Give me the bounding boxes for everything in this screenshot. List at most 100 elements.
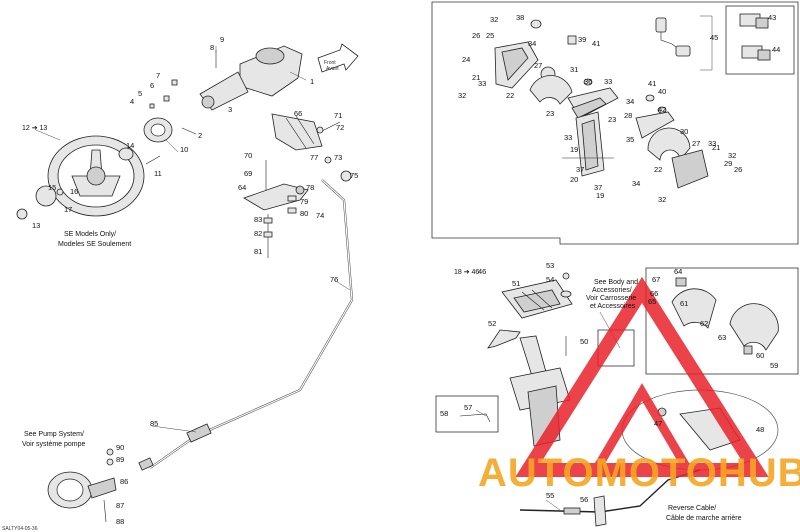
part-label: 73	[334, 153, 342, 162]
part-label: 56	[580, 495, 588, 504]
part-label: 6	[150, 81, 154, 90]
part-label: 2	[198, 131, 202, 140]
part-label: 74	[316, 211, 324, 220]
part-label: 33	[708, 139, 716, 148]
note-body-line4: et Accessoires	[590, 303, 636, 310]
box-part-lever-30	[635, 111, 709, 189]
part-label: 57	[464, 403, 472, 412]
part-label: 26	[472, 31, 480, 40]
part-label: 4	[130, 97, 134, 106]
part-label: 13	[32, 221, 40, 230]
note-reverse-line2: Câble de marche arrière	[666, 515, 742, 522]
note-reverse-line1: Reverse Cable/	[668, 505, 716, 512]
part-label: 32	[458, 91, 466, 100]
part-label: 33	[478, 79, 486, 88]
part-label: 34	[528, 39, 536, 48]
watermark-text: AUTOMOTOHUB	[478, 451, 800, 495]
part-label: 7	[156, 71, 160, 80]
ref-18-46: 18 ➔ 46	[454, 269, 479, 276]
part-label: 61	[680, 299, 688, 308]
part-label: 35	[626, 135, 634, 144]
part-label: 46	[478, 267, 486, 276]
part-label: 22	[654, 165, 662, 174]
box-part-left-bracket	[494, 41, 556, 89]
part-label: 40	[658, 87, 666, 96]
steering-hub-parts	[16, 185, 64, 220]
part-label: 75	[350, 171, 358, 180]
part-label: 83	[254, 215, 262, 224]
part-label: 3	[228, 105, 232, 114]
part-label: 55	[546, 491, 554, 500]
part-label: 24	[462, 55, 470, 64]
part-label: 85	[150, 419, 158, 428]
leader-lines	[35, 15, 713, 511]
label-group-box: 19 19 20 21 21 22 22 23 23 24 25 26 26 2…	[458, 13, 780, 276]
part-label: 66	[650, 289, 658, 298]
box-part-lever-36	[567, 87, 619, 119]
part-label: 34	[626, 97, 634, 106]
part-label: 33	[604, 77, 612, 86]
part-label: 17	[64, 205, 72, 214]
part-label: 21	[712, 143, 720, 152]
part-label: 37	[594, 183, 602, 192]
part-label: 45	[710, 33, 718, 42]
part-label: 38	[516, 13, 524, 22]
part-label: 63	[718, 333, 726, 342]
steering-adaptor-10	[118, 117, 173, 165]
part-label: 11	[154, 169, 162, 178]
watermark-triangle-outer	[515, 276, 769, 477]
part-label: 47	[654, 419, 662, 428]
push-pull-cable-76	[138, 179, 354, 471]
part-label: 51	[512, 279, 520, 288]
note-pump-line2: Voir système pompe	[22, 441, 86, 448]
part-label: 37	[576, 165, 584, 174]
part-label: 41	[592, 39, 600, 48]
detail-box-58	[435, 395, 499, 433]
part-label: 64	[674, 267, 682, 276]
part-label: 19	[596, 191, 604, 200]
bracket-52	[487, 329, 521, 349]
bracket-assembly-66	[271, 113, 323, 151]
detail-box-upper	[431, 1, 799, 245]
note-body-line2: Accessories/	[592, 287, 632, 294]
part-label: 59	[770, 361, 778, 370]
part-label: 22	[506, 91, 514, 100]
label-group-lower: 47 48 50 51 52 53 54 55 56 57 58 59 60 6…	[440, 261, 778, 504]
part-label: 89	[116, 455, 124, 464]
part-label: 34	[632, 179, 640, 188]
studs-left	[263, 121, 341, 258]
part-label: 9	[220, 35, 224, 44]
part-label: 52	[488, 319, 496, 328]
part-label: 14	[126, 141, 134, 150]
box-part-switch-45	[655, 17, 691, 57]
part-label: 81	[254, 247, 262, 256]
fasteners-upper	[149, 50, 217, 135]
part-label: 69	[244, 169, 252, 178]
part-label: 48	[756, 425, 764, 434]
part-label: 53	[546, 261, 554, 270]
box-part-washers	[530, 19, 667, 114]
part-label: 42	[658, 105, 666, 114]
part-label: 58	[440, 409, 448, 418]
note-body-line1: See Body and	[594, 279, 638, 286]
part-label: 78	[306, 183, 314, 192]
part-label: 30	[680, 127, 688, 136]
part-label: 32	[728, 151, 736, 160]
shift-cover-51	[501, 279, 573, 319]
note-se-models-line2: Modeles SE Soulement	[58, 241, 131, 248]
ref-12-13: 12 ➔ 13	[22, 125, 47, 132]
part-label: 31	[570, 65, 578, 74]
part-label: 16	[70, 187, 78, 196]
part-label: 23	[546, 109, 554, 118]
part-label: 90	[116, 443, 124, 452]
part-label: 54	[546, 275, 554, 284]
part-label: 62	[700, 319, 708, 328]
note-body-line3: Voir Carrosserie	[586, 295, 636, 302]
part-label: 27	[692, 139, 700, 148]
note-pump-line1: See Pump System/	[24, 431, 84, 438]
part-label: 8	[210, 43, 214, 52]
part-label: 20	[570, 175, 578, 184]
drawing-code: SALTY04-05-36	[2, 526, 38, 532]
part-label: 50	[580, 337, 588, 346]
steering-housing-1	[199, 45, 303, 111]
